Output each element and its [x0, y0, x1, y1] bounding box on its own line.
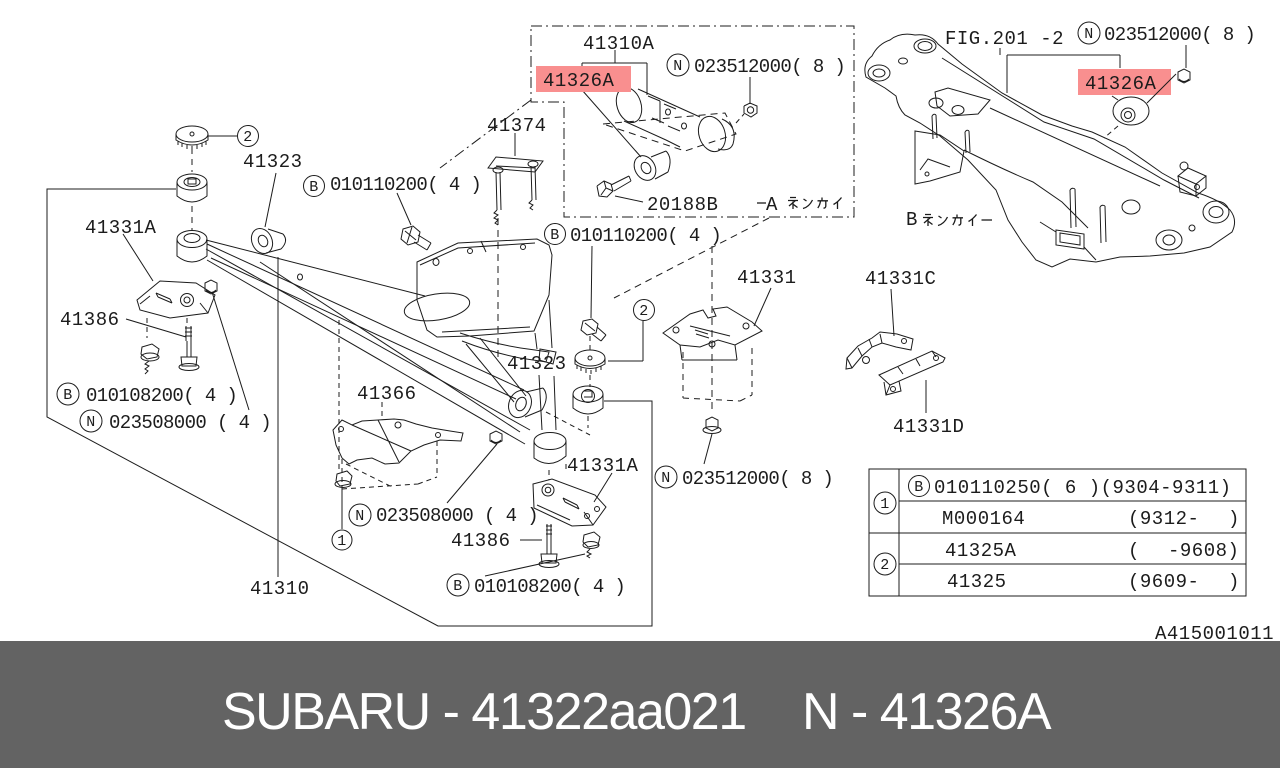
svg-text:023512000( 8 ): 023512000( 8 ) — [1104, 24, 1255, 46]
svg-text:010108200( 4 ): 010108200( 4 ) — [86, 385, 237, 407]
svg-text:-9608): -9608) — [1168, 540, 1239, 562]
svg-text:(9609-: (9609- — [1128, 571, 1199, 593]
svg-text:1: 1 — [880, 496, 890, 513]
svg-text:N - 41326A: N - 41326A — [802, 683, 1052, 741]
svg-text:41331A: 41331A — [85, 217, 157, 239]
svg-text:N: N — [1084, 26, 1094, 43]
svg-text:(9312-: (9312- — [1128, 508, 1199, 530]
svg-text:N: N — [86, 414, 96, 431]
svg-text:A415001011: A415001011 — [1155, 623, 1274, 645]
svg-text:41366: 41366 — [357, 383, 417, 405]
svg-text:): ) — [1228, 571, 1240, 593]
svg-text:010110200( 4 ): 010110200( 4 ) — [570, 225, 721, 247]
svg-text:41386: 41386 — [60, 309, 120, 331]
svg-text:M000164: M000164 — [942, 508, 1025, 530]
svg-text:): ) — [1228, 508, 1240, 530]
svg-text:1: 1 — [337, 533, 347, 550]
svg-text:N: N — [355, 508, 365, 525]
svg-text:41331A: 41331A — [567, 455, 639, 477]
svg-text:41326A: 41326A — [1085, 73, 1157, 95]
svg-text:FIG.201 -2: FIG.201 -2 — [945, 28, 1064, 50]
svg-text:41331D: 41331D — [893, 416, 964, 438]
svg-text:2: 2 — [880, 557, 890, 574]
svg-text:2: 2 — [639, 303, 649, 320]
svg-text:010110250( 6 )(9304-9311): 010110250( 6 )(9304-9311) — [934, 477, 1232, 499]
svg-text:41325A: 41325A — [945, 540, 1017, 562]
svg-text:023512000( 8 ): 023512000( 8 ) — [694, 56, 845, 78]
svg-text:B: B — [906, 209, 918, 231]
svg-text:41374: 41374 — [487, 115, 547, 137]
svg-text:41310A: 41310A — [583, 33, 655, 55]
svg-text:A: A — [766, 194, 778, 216]
svg-text:N: N — [661, 470, 671, 487]
svg-text:41331: 41331 — [737, 267, 797, 289]
svg-text:(: ( — [1128, 540, 1140, 562]
svg-text:023512000( 8 ): 023512000( 8 ) — [682, 468, 833, 490]
svg-text:41331C: 41331C — [865, 268, 936, 290]
svg-text:N: N — [673, 58, 683, 75]
svg-text:023508000 ( 4 ): 023508000 ( 4 ) — [376, 505, 538, 527]
svg-text:2: 2 — [243, 129, 253, 146]
svg-text:41310: 41310 — [250, 578, 310, 600]
svg-text:41326A: 41326A — [543, 70, 615, 92]
svg-text:023508000 ( 4 ): 023508000 ( 4 ) — [109, 412, 271, 434]
svg-text:B: B — [914, 479, 924, 496]
svg-text:SUBARU - 41322aa021: SUBARU - 41322aa021 — [222, 683, 746, 741]
svg-text:41325: 41325 — [947, 571, 1007, 593]
svg-text:41323: 41323 — [507, 353, 567, 375]
svg-text:010108200( 4 ): 010108200( 4 ) — [474, 576, 625, 598]
svg-text:B: B — [309, 179, 319, 196]
svg-text:20188B: 20188B — [647, 194, 718, 216]
svg-text:B: B — [550, 227, 560, 244]
svg-text:B: B — [453, 578, 463, 595]
svg-text:41323: 41323 — [243, 151, 303, 173]
svg-text:010110200( 4 ): 010110200( 4 ) — [330, 174, 481, 196]
svg-text:41386: 41386 — [451, 530, 511, 552]
svg-text:B: B — [63, 387, 73, 404]
